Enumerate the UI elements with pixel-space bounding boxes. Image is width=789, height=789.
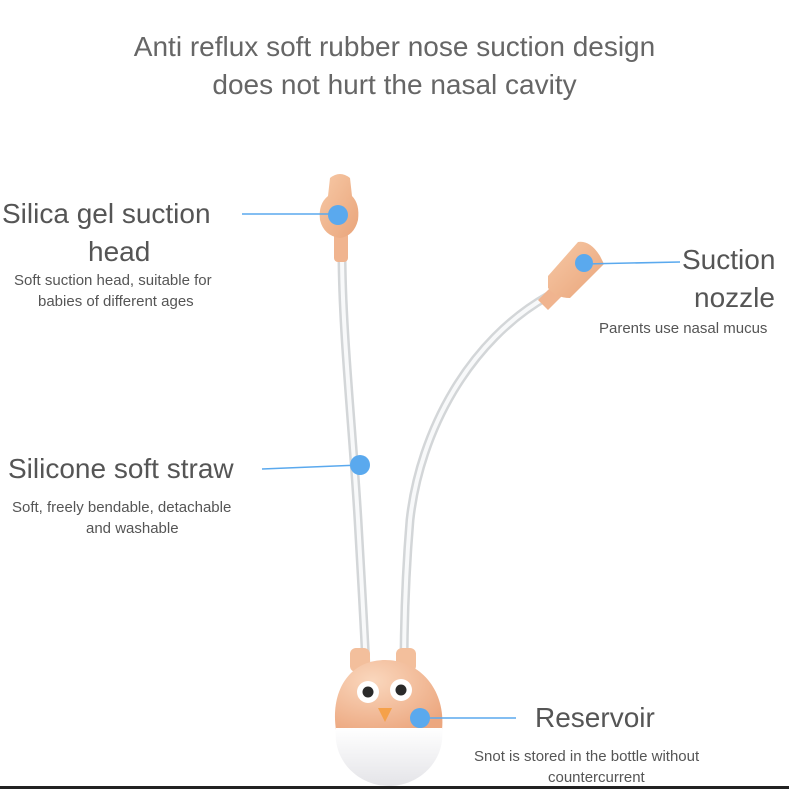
reservoir-desc-line-2: countercurrent: [548, 769, 645, 786]
headline-line-2: does not hurt the nasal cavity: [212, 69, 577, 100]
marker-reservoir: [410, 708, 430, 728]
leader-suction-nozzle: [583, 261, 681, 265]
right-straw: [399, 291, 553, 675]
suction-nozzle-title-line-1: Suction: [682, 244, 776, 275]
left-straw: [337, 247, 371, 675]
reservoir-title: Reservoir: [535, 702, 655, 733]
silica-head-desc-line-1: Soft suction head, suitable for: [14, 272, 212, 289]
headline-line-1: Anti reflux soft rubber nose suction des…: [133, 31, 656, 62]
silica-head-desc-line-2: babies of different ages: [38, 293, 194, 310]
silicone-straw-desc-line-2: and washable: [86, 520, 179, 537]
suction-nozzle: [538, 241, 604, 310]
reservoir-desc-line-1: Snot is stored in the bottle without: [474, 748, 700, 765]
silica-head-title-line-1: Silica gel suction: [2, 198, 211, 229]
marker-suction-nozzle: [575, 254, 593, 272]
marker-silicone-straw: [350, 455, 370, 475]
leader-silicone-straw: [261, 464, 361, 470]
silicone-straw-title: Silicone soft straw: [8, 453, 234, 484]
marker-silica-head: [328, 205, 348, 225]
suction-nozzle-desc: Parents use nasal mucus: [599, 320, 768, 337]
suction-nozzle-title-line-2: nozzle: [694, 282, 775, 313]
silicone-straw-desc-line-1: Soft, freely bendable, detachable: [12, 499, 232, 516]
silica-head-title-line-2: head: [88, 236, 151, 267]
bottom-rule: [0, 786, 789, 789]
headline: Anti reflux soft rubber nose suction des…: [0, 28, 789, 104]
